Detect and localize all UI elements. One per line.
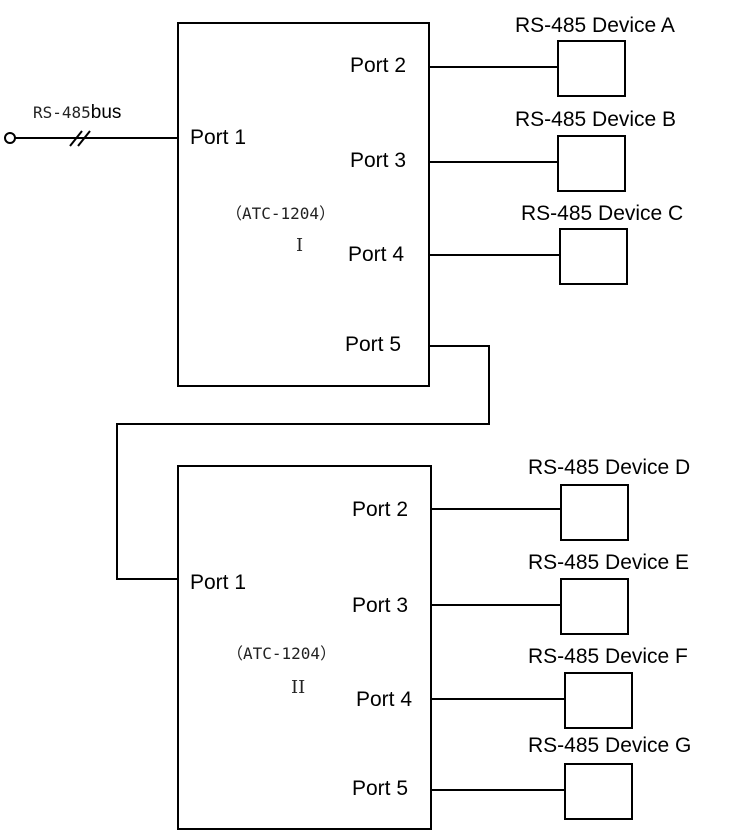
device-c-label: RS-485 Device C <box>521 202 683 225</box>
bus-hatch-mark <box>77 130 91 147</box>
hub-1-box <box>177 22 430 387</box>
device-a-label: RS-485 Device A <box>515 14 675 37</box>
device-f-label: RS-485 Device F <box>528 645 688 668</box>
hub-1-port-1-label: Port 1 <box>190 126 246 149</box>
bus-label-suffix: bus <box>91 102 122 123</box>
device-e-label: RS-485 Device E <box>528 551 689 574</box>
hub-2-numeral: II <box>291 677 305 698</box>
hub-link-line <box>116 345 490 580</box>
device-e-box <box>560 578 629 635</box>
bus-terminal-icon <box>4 132 16 144</box>
hub-1-model-label: （ATC-1204） <box>226 204 335 223</box>
hub-2-port-2-label: Port 2 <box>352 498 408 521</box>
bus-label: RS-485bus <box>33 102 121 123</box>
bus-label-prefix: RS-485 <box>33 103 91 122</box>
hub-2-port-1-label: Port 1 <box>190 571 246 594</box>
device-d-box <box>560 484 629 541</box>
hub-1-port-4-label: Port 4 <box>348 243 404 266</box>
hub-2-port-5-label: Port 5 <box>352 777 408 800</box>
hub-2-port-3-label: Port 3 <box>352 594 408 617</box>
device-g-label: RS-485 Device G <box>528 734 691 757</box>
hub-2-port-4-label: Port 4 <box>356 688 412 711</box>
device-b-box <box>557 135 626 192</box>
device-d-label: RS-485 Device D <box>528 456 690 479</box>
bus-hatch-mark <box>69 130 83 147</box>
device-f-box <box>564 672 633 729</box>
hub-2-model-label: （ATC-1204） <box>227 644 336 663</box>
device-a-box <box>557 40 626 97</box>
device-b-label: RS-485 Device B <box>515 108 676 131</box>
device-g-box <box>564 763 633 820</box>
hub-1-port-2-label: Port 2 <box>350 54 406 77</box>
hub-1-numeral: I <box>296 235 303 256</box>
hub-2-box <box>177 465 432 830</box>
device-c-box <box>559 228 628 285</box>
hub-1-port-5-label: Port 5 <box>345 333 401 356</box>
hub-1-port-3-label: Port 3 <box>350 149 406 172</box>
